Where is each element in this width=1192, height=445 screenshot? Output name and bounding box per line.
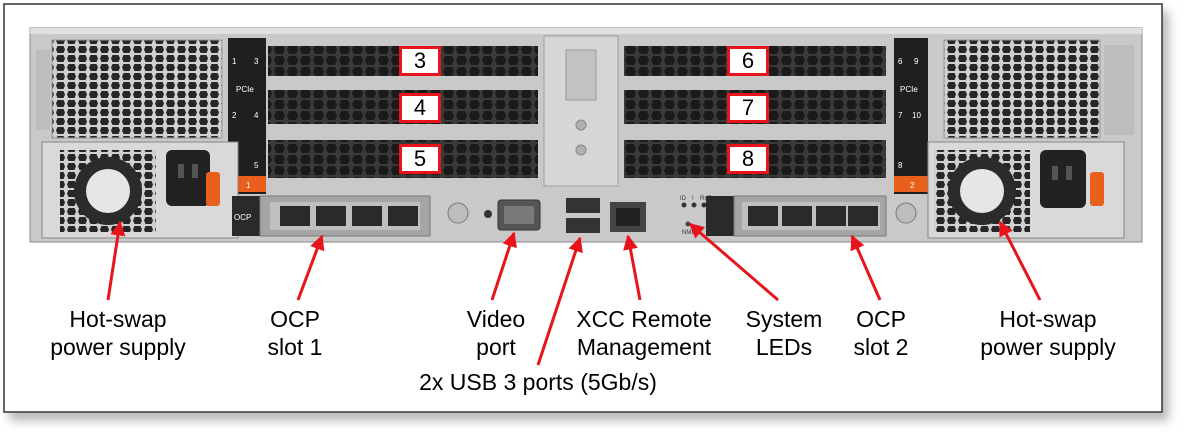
svg-text:ID: ID	[680, 196, 687, 202]
callout-arrows	[106, 220, 1042, 366]
svg-text:1: 1	[246, 181, 251, 190]
led-small-text: ID ! RsT NMI	[680, 196, 711, 236]
svg-text:2: 2	[910, 181, 915, 190]
svg-text:10: 10	[912, 111, 921, 120]
svg-text:2: 2	[232, 111, 237, 120]
slot-number-3: 3	[399, 46, 441, 76]
slot-number-5: 5	[399, 144, 441, 174]
svg-text:RsT: RsT	[700, 196, 711, 202]
server-chassis	[29, 27, 1143, 243]
arrow-ocp1	[296, 234, 325, 301]
slot-number-7: 7	[727, 93, 769, 123]
slot-number-6: 6	[727, 46, 769, 76]
svg-text:8: 8	[898, 161, 903, 170]
arrow-xcc	[623, 234, 642, 301]
pcie-strip-right-text: 6 9 PCIe 7 10 8 2	[898, 57, 921, 190]
svg-text:NMI: NMI	[682, 230, 693, 236]
svg-text:7: 7	[898, 111, 903, 120]
arrow-video	[490, 231, 517, 301]
svg-text:PCIe: PCIe	[236, 85, 254, 94]
svg-text:4: 4	[254, 111, 259, 120]
svg-text:3: 3	[254, 57, 259, 66]
arrow-usb	[536, 236, 583, 366]
pcie-strip-left-text: 1 3 PCIe 2 4 5 1	[232, 57, 259, 190]
slot-number-8: 8	[727, 144, 769, 174]
svg-text:5: 5	[254, 161, 259, 170]
svg-text:PCIe: PCIe	[900, 85, 918, 94]
svg-text:!: !	[692, 196, 694, 202]
arrow-leds	[688, 222, 779, 302]
svg-text:1: 1	[232, 57, 237, 66]
ocp-small-label: OCP	[234, 213, 251, 222]
svg-text:9: 9	[914, 57, 919, 66]
slot-number-4: 4	[399, 93, 441, 123]
arrow-psu-right	[998, 220, 1042, 301]
svg-text:6: 6	[898, 57, 903, 66]
arrow-ocp2	[850, 234, 882, 301]
arrow-psu-left	[106, 220, 126, 301]
label-usb-ports: 2x USB 3 ports (5Gb/s)	[419, 369, 657, 395]
